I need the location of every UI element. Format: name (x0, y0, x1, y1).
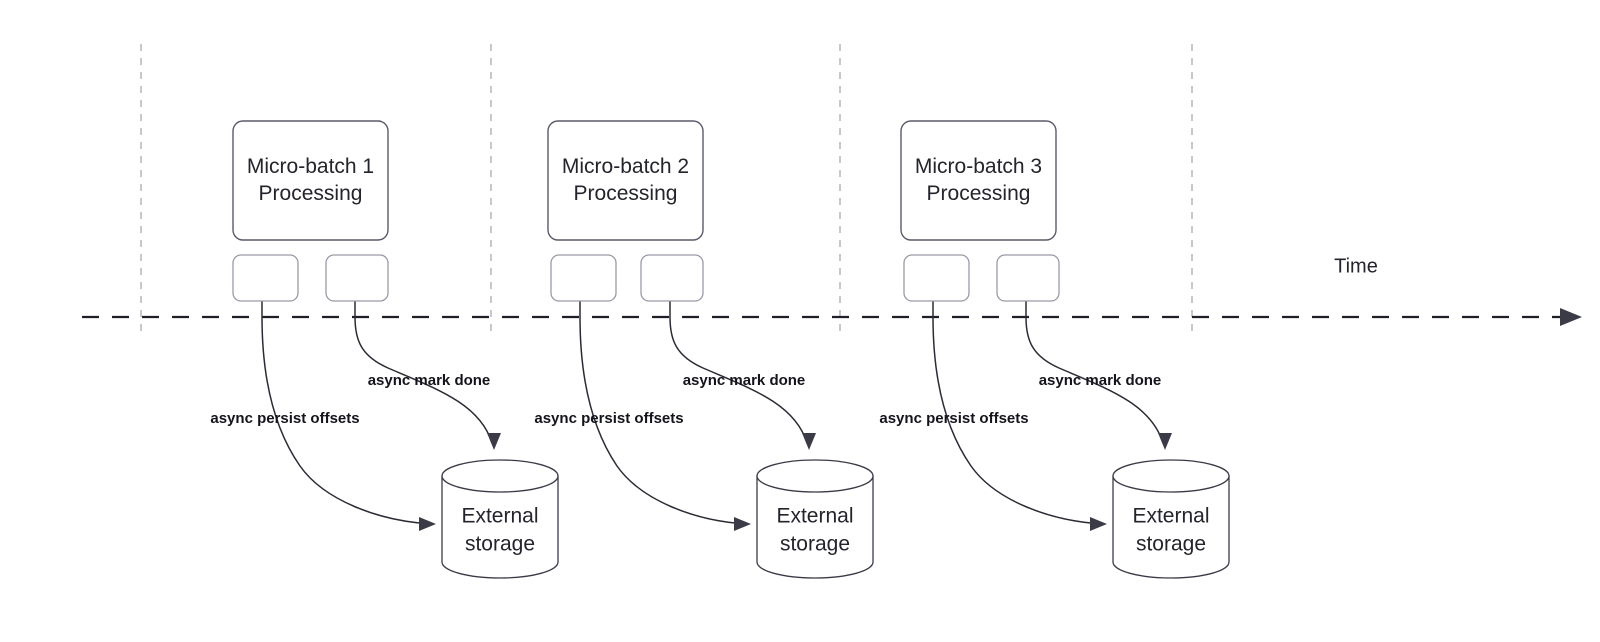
external-storage-cylinder-body-2[interactable] (756, 475, 874, 579)
external-storage-label-line1-2: External (776, 505, 853, 528)
async-persist-offsets-edge-2 (579, 301, 748, 525)
async-mark-done-edge-arrow-icon-1 (487, 433, 501, 450)
async-persist-offsets-edge-label-3: async persist offsets (879, 410, 1028, 427)
guide-lines-layer (140, 44, 1193, 332)
async-persist-offsets-edge-label-2: async persist offsets (534, 410, 683, 427)
microbatch-label-line2-2: Processing (574, 182, 678, 205)
external-storage-label-line1-1: External (461, 505, 538, 528)
microbatch-box-3[interactable] (900, 120, 1057, 241)
async-mark-done-edge-1 (354, 301, 493, 444)
task-box-2a[interactable] (550, 254, 617, 302)
async-mark-done-edge-label-3: async mark done (1039, 372, 1162, 389)
async-mark-done-edge-label-1: async mark done (368, 372, 491, 389)
task-box-1b[interactable] (325, 254, 389, 302)
microbatch-box-2[interactable] (547, 120, 704, 241)
external-storage-cylinder-top-3[interactable] (1112, 459, 1230, 493)
async-mark-done-edge-label-2: async mark done (683, 372, 806, 389)
async-persist-offsets-edge-label-1: async persist offsets (210, 410, 359, 427)
async-persist-offsets-edge-arrow-icon-3 (1090, 517, 1107, 531)
external-storage-cylinder-top-2[interactable] (756, 459, 874, 493)
external-storage-label-line2-3: storage (1136, 533, 1206, 556)
microbatch-label-line1-2: Micro-batch 2 (562, 155, 689, 178)
microbatch-label-line1-3: Micro-batch 3 (915, 155, 1042, 178)
task-box-3a[interactable] (903, 254, 970, 302)
nodes-layer (232, 120, 1230, 579)
microbatch-label-line2-3: Processing (927, 182, 1031, 205)
microbatch-label-line2-1: Processing (259, 182, 363, 205)
timeline-arrow-icon (1560, 308, 1582, 326)
async-mark-done-edge-3 (1025, 301, 1164, 444)
external-storage-cylinder-top-1[interactable] (441, 459, 559, 493)
timeline-layer (82, 308, 1582, 326)
edges-layer (261, 301, 1172, 531)
external-storage-label-line2-1: storage (465, 533, 535, 556)
async-persist-offsets-edge-3 (932, 301, 1104, 525)
async-mark-done-edge-arrow-icon-2 (802, 433, 816, 450)
external-storage-cylinder-body-3[interactable] (1112, 475, 1230, 579)
async-persist-offsets-edge-arrow-icon-2 (734, 517, 751, 531)
microbatch-label-line1-1: Micro-batch 1 (247, 155, 374, 178)
task-box-2b[interactable] (640, 254, 704, 302)
async-persist-offsets-edge-arrow-icon-1 (419, 517, 436, 531)
async-mark-done-edge-2 (669, 301, 808, 444)
external-storage-label-line2-2: storage (780, 533, 850, 556)
async-mark-done-edge-arrow-icon-3 (1158, 433, 1172, 450)
time-axis-label: Time (1334, 255, 1378, 277)
microbatch-box-1[interactable] (232, 120, 389, 241)
task-box-3b[interactable] (996, 254, 1060, 302)
external-storage-cylinder-body-1[interactable] (441, 475, 559, 579)
task-box-1a[interactable] (232, 254, 299, 302)
external-storage-label-line1-3: External (1132, 505, 1209, 528)
async-persist-offsets-edge-1 (261, 301, 433, 525)
